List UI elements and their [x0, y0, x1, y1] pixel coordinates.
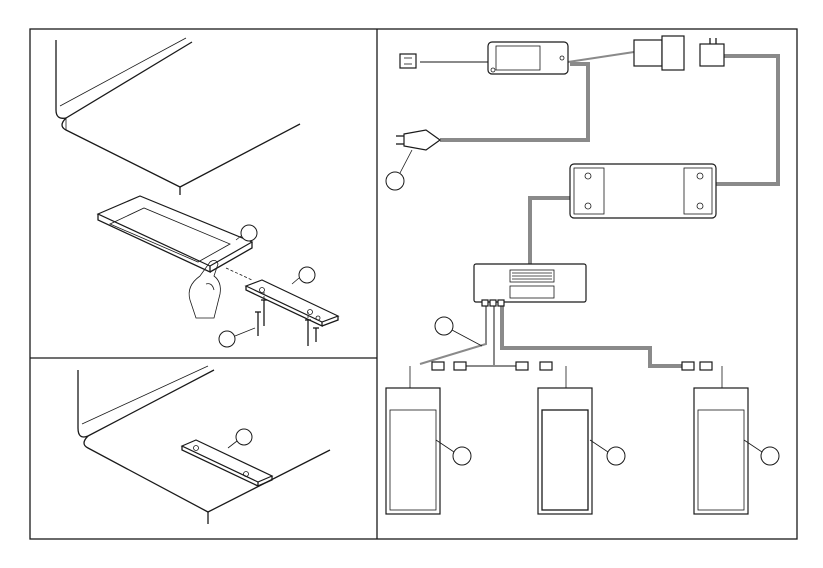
- callout-circle: [761, 447, 779, 465]
- led-light-1: [386, 388, 440, 514]
- distribution-box: [474, 264, 586, 306]
- callout-circle: [453, 447, 471, 465]
- callout-circle: [241, 225, 257, 241]
- mains-plug-right: [700, 38, 724, 66]
- callout-circle: [299, 267, 315, 283]
- light-fixture: [98, 196, 252, 272]
- callout-circle: [435, 317, 453, 335]
- mains-plug-left: [396, 130, 440, 150]
- power-supply-main: [570, 164, 716, 218]
- plug-adapter: [634, 36, 684, 70]
- cables: [410, 52, 778, 388]
- mounting-step-1-panel: [56, 38, 338, 347]
- mounting-bracket: [246, 280, 338, 326]
- led-light-2: [538, 388, 592, 514]
- small-connector: [400, 54, 416, 68]
- callout-circle: [236, 429, 252, 445]
- power-supply-top: [488, 42, 568, 74]
- mounting-step-2-panel: [78, 366, 330, 524]
- callout-circle: [607, 447, 625, 465]
- cabinet-top: [56, 38, 300, 195]
- mounting-arrow: [226, 268, 252, 280]
- callout-circle: [219, 331, 235, 347]
- callout-circle: [386, 172, 404, 190]
- led-light-3: [694, 388, 748, 514]
- wiring-diagram-panel: [386, 36, 779, 514]
- mounted-bracket: [182, 440, 272, 486]
